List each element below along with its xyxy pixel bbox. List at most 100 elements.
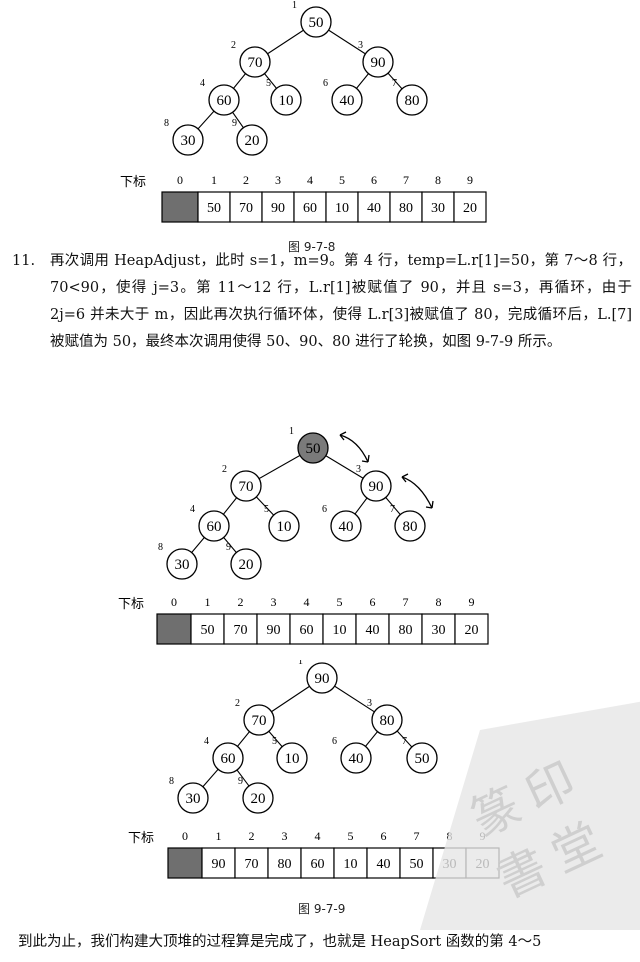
array-index: 3 xyxy=(271,595,277,609)
array-cell xyxy=(261,191,295,223)
array-index: 0 xyxy=(182,829,188,843)
array-value: 70 xyxy=(239,201,253,216)
array-index: 4 xyxy=(307,173,313,187)
array-value: 80 xyxy=(399,623,413,638)
node-value: 40 xyxy=(349,751,364,767)
node-value: 30 xyxy=(181,133,196,149)
array-value: 50 xyxy=(201,623,215,638)
node-value: 40 xyxy=(340,93,355,109)
array-value: 60 xyxy=(300,623,314,638)
array-value: 90 xyxy=(212,857,226,872)
node-value: 70 xyxy=(239,479,254,495)
array-value: 50 xyxy=(207,201,221,216)
node-index: 1 xyxy=(298,660,303,667)
heap-node: 105 xyxy=(266,78,302,116)
node-value: 80 xyxy=(403,519,418,535)
array-value: 80 xyxy=(278,857,292,872)
heap-node: 70 2 xyxy=(231,40,271,78)
node-index: 7 xyxy=(390,504,395,515)
node-index: 2 xyxy=(231,40,236,51)
node-value: 20 xyxy=(239,557,254,573)
node-value: 10 xyxy=(277,519,292,535)
array-index: 5 xyxy=(337,595,343,609)
array-value: 70 xyxy=(234,623,248,638)
swap-arrows xyxy=(339,431,434,509)
array-cell xyxy=(197,191,231,223)
heap-node: 702 xyxy=(222,464,262,502)
array-index: 6 xyxy=(371,173,377,187)
node-index: 5 xyxy=(272,736,277,747)
node-index: 3 xyxy=(367,698,372,709)
heap-node: 50 7 xyxy=(402,736,438,774)
array-cell xyxy=(190,613,225,645)
node-value: 50 xyxy=(306,441,321,457)
node-index: 8 xyxy=(164,118,169,129)
bottom-paragraph: 到此为止，我们构建大顶堆的过程算是完成了，也就是 HeapSort 函数的第 4… xyxy=(18,934,542,950)
node-value: 90 xyxy=(371,55,386,71)
array-value: 60 xyxy=(311,857,325,872)
node-value: 70 xyxy=(248,55,263,71)
paragraph-text: 再次调用 HeapAdjust，此时 s=1，m=9。第 4 行，temp=L.… xyxy=(50,253,632,350)
array-value: 30 xyxy=(432,623,446,638)
heap-node: 604 xyxy=(204,736,244,774)
heap-node: 903 xyxy=(356,464,392,502)
array-cell xyxy=(234,847,269,879)
explanation-paragraph: 11. 再次调用 HeapAdjust，此时 s=1，m=9。第 4 行，tem… xyxy=(12,248,632,356)
heap-node: 80 7 xyxy=(390,504,426,542)
node-value: 70 xyxy=(252,713,267,729)
swap-arrow-root-right xyxy=(339,434,369,463)
array-value: 70 xyxy=(245,857,259,872)
node-value: 10 xyxy=(279,93,294,109)
seal-watermark: 篆 印 書 堂 xyxy=(420,701,640,930)
array-index: 9 xyxy=(469,595,475,609)
array-index: 4 xyxy=(304,595,310,609)
array-value: 90 xyxy=(271,201,285,216)
heap-node: 40 6 xyxy=(323,78,363,116)
node-index: 3 xyxy=(356,464,361,475)
node-index: 6 xyxy=(323,78,328,89)
node-value: 40 xyxy=(339,519,354,535)
array-index: 2 xyxy=(243,173,249,187)
array-index: 7 xyxy=(403,595,409,609)
array-value: 10 xyxy=(344,857,358,872)
heap-node: 30 8 xyxy=(169,776,209,814)
array-index: 6 xyxy=(370,595,376,609)
node-index: 9 xyxy=(232,118,237,129)
node-value: 60 xyxy=(217,93,232,109)
array-value: 40 xyxy=(377,857,391,872)
node-index: 7 xyxy=(402,736,407,747)
array-label: 下标 xyxy=(118,596,144,611)
node-index: 4 xyxy=(200,78,205,89)
array-index: 2 xyxy=(249,829,255,843)
node-index: 4 xyxy=(204,736,209,747)
node-index: 3 xyxy=(358,40,363,51)
array-index: 8 xyxy=(435,173,441,187)
array-cell xyxy=(389,191,423,223)
node-index: 1 xyxy=(289,426,294,437)
array-label: 下标 xyxy=(128,830,154,845)
node-index: 2 xyxy=(235,698,240,709)
array-index: 8 xyxy=(436,595,442,609)
array-index: 5 xyxy=(339,173,345,187)
array-cell-0 xyxy=(167,847,203,879)
node-value: 10 xyxy=(285,751,300,767)
node-value: 80 xyxy=(380,713,395,729)
array-index: 9 xyxy=(467,173,473,187)
array-index: 5 xyxy=(348,829,354,843)
array-index: 7 xyxy=(403,173,409,187)
array-index: 3 xyxy=(275,173,281,187)
array-index: 0 xyxy=(171,595,177,609)
paragraph-number: 11. xyxy=(12,253,36,269)
node-value: 50 xyxy=(415,751,430,767)
node-index: 8 xyxy=(169,776,174,787)
array-cell xyxy=(454,613,489,645)
node-value: 30 xyxy=(186,791,201,807)
heap-node: 105 xyxy=(264,504,300,542)
array-value: 40 xyxy=(367,201,381,216)
heap-node: 70 2 xyxy=(235,698,275,736)
array-cell xyxy=(388,613,423,645)
array-cell xyxy=(256,613,291,645)
heap-node: 60 4 xyxy=(200,78,240,116)
